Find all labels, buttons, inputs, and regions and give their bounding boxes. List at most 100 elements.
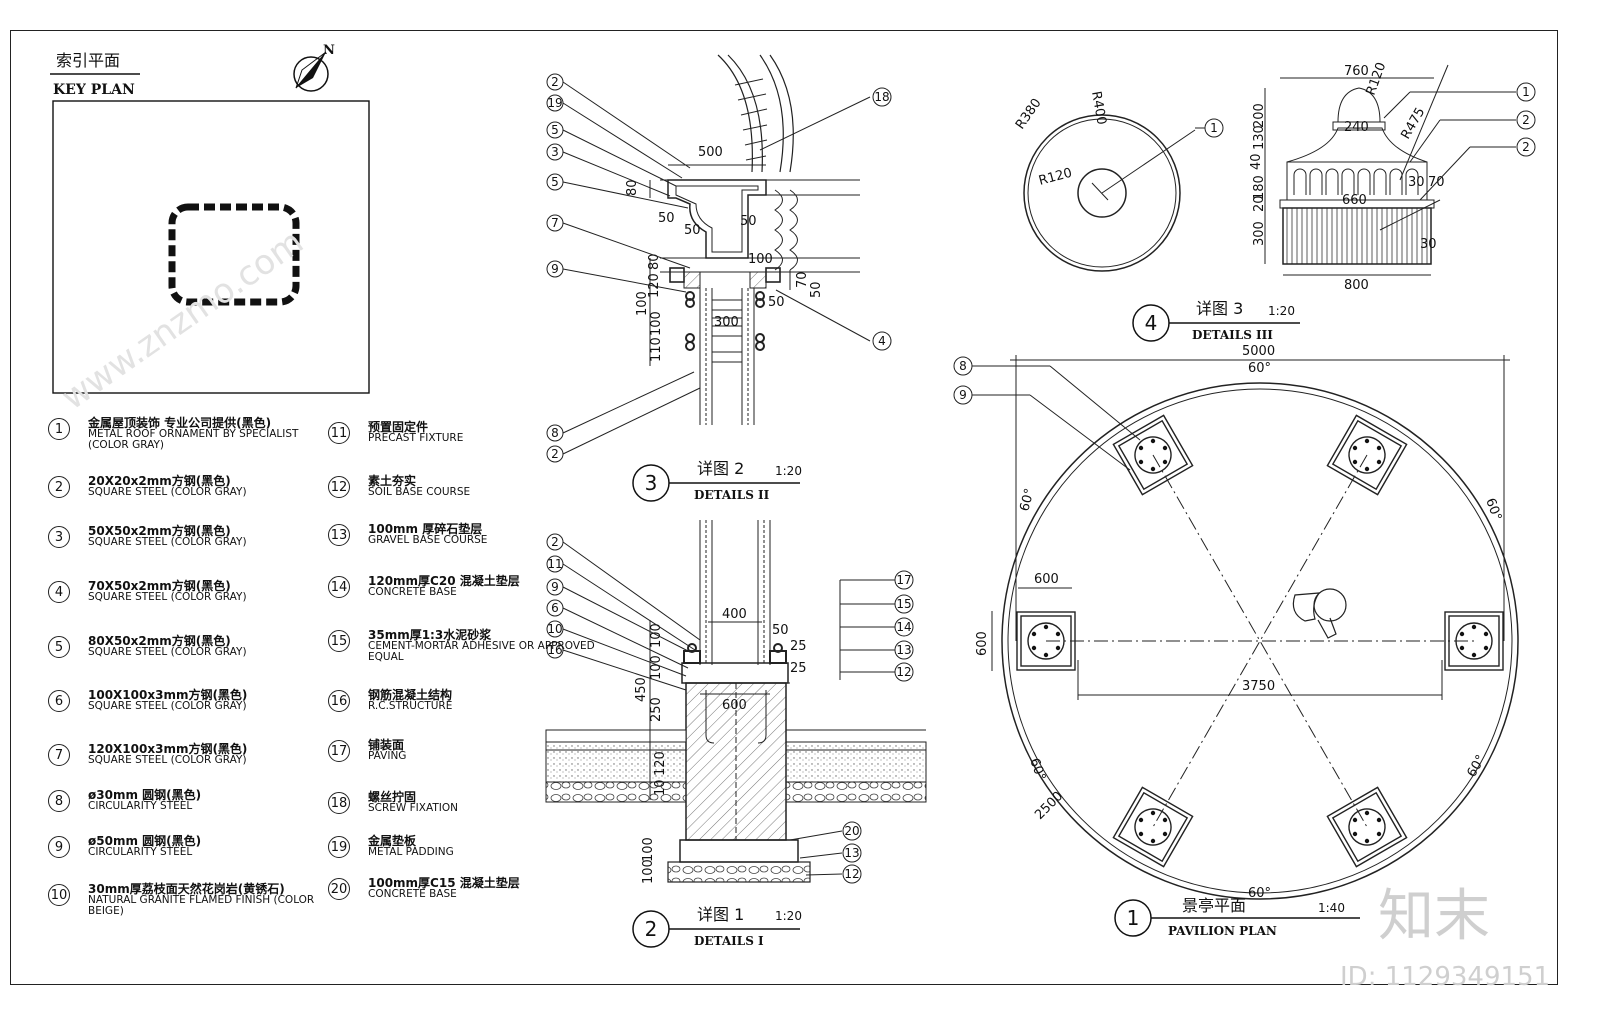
svg-text:50: 50 bbox=[809, 281, 824, 298]
title-pavilion-plan: 1 景亭平面 1:40 PAVILION PLAN bbox=[1114, 896, 1360, 938]
svg-text:760: 760 bbox=[1344, 64, 1369, 79]
svg-text:4: 4 bbox=[878, 334, 886, 348]
svg-text:60°: 60° bbox=[1017, 487, 1037, 513]
svg-text:2: 2 bbox=[551, 535, 559, 549]
svg-text:30: 30 bbox=[1408, 175, 1425, 190]
svg-text:40: 40 bbox=[1249, 153, 1264, 170]
key-plan-title-cn: 索引平面 bbox=[56, 51, 120, 70]
svg-text:100: 100 bbox=[635, 291, 650, 316]
svg-text:19: 19 bbox=[547, 96, 562, 110]
detail-2-dimensions: 500 80 50 50 50 100 80 120 100 100 110 3… bbox=[625, 145, 824, 362]
title-detail-1: 2 详图 1 1:20 DETAILS I bbox=[632, 905, 802, 948]
svg-text:660: 660 bbox=[1342, 193, 1367, 208]
svg-text:DETAILS II: DETAILS II bbox=[694, 488, 770, 502]
svg-text:1: 1 bbox=[1210, 121, 1218, 135]
svg-text:10: 10 bbox=[547, 622, 562, 636]
north-label: N bbox=[323, 43, 335, 58]
pavilion-plan-dimensions: 5000 60° 60° 60° 60° 60° 60° 600 600 375… bbox=[975, 344, 1504, 901]
svg-text:600: 600 bbox=[1034, 572, 1059, 587]
svg-text:3: 3 bbox=[645, 471, 658, 495]
svg-text:9: 9 bbox=[551, 580, 559, 594]
svg-text:1:20: 1:20 bbox=[775, 464, 802, 478]
svg-text:300: 300 bbox=[1252, 221, 1267, 246]
svg-text:6: 6 bbox=[551, 601, 559, 615]
svg-text:200: 200 bbox=[1252, 103, 1267, 128]
plan-callout-labels: 8 9 bbox=[959, 359, 967, 402]
svg-text:100: 100 bbox=[649, 655, 664, 680]
svg-text:180: 180 bbox=[1252, 175, 1267, 200]
key-plan: 索引平面 KEY PLAN N bbox=[50, 43, 370, 394]
svg-text:4: 4 bbox=[1145, 311, 1158, 335]
svg-text:120: 120 bbox=[653, 751, 668, 776]
svg-text:10: 10 bbox=[653, 779, 668, 796]
key-plan-title-en: KEY PLAN bbox=[53, 82, 135, 98]
svg-text:2: 2 bbox=[1522, 113, 1530, 127]
svg-text:12: 12 bbox=[844, 867, 859, 881]
svg-text:3: 3 bbox=[551, 145, 559, 159]
svg-text:11: 11 bbox=[547, 557, 562, 571]
detail-1-dimensions: 400 50 25 25 100 100 450 250 600 120 10 … bbox=[634, 607, 807, 884]
north-arrow-icon: N bbox=[293, 43, 335, 92]
svg-text:60°: 60° bbox=[1248, 361, 1271, 376]
svg-text:PAVILION PLAN: PAVILION PLAN bbox=[1168, 924, 1277, 938]
plan-callouts bbox=[953, 356, 1141, 471]
svg-text:20: 20 bbox=[844, 824, 859, 838]
svg-text:14: 14 bbox=[896, 620, 911, 634]
svg-text:1:20: 1:20 bbox=[775, 909, 802, 923]
watermark-id: ID: 1129349151 bbox=[1340, 962, 1550, 992]
svg-text:100: 100 bbox=[649, 623, 664, 648]
svg-text:60°: 60° bbox=[1026, 756, 1048, 783]
svg-text:DETAILS III: DETAILS III bbox=[1192, 328, 1273, 342]
svg-text:9: 9 bbox=[551, 262, 559, 276]
svg-text:16: 16 bbox=[547, 643, 562, 657]
svg-text:100: 100 bbox=[641, 837, 656, 862]
drawing-sheet-border bbox=[10, 30, 1558, 985]
column-base-group bbox=[1016, 414, 1504, 868]
svg-text:600: 600 bbox=[722, 698, 747, 713]
svg-text:12: 12 bbox=[896, 665, 911, 679]
svg-text:25: 25 bbox=[790, 661, 807, 676]
svg-text:500: 500 bbox=[698, 145, 723, 160]
svg-text:5: 5 bbox=[551, 123, 559, 137]
svg-text:450: 450 bbox=[634, 677, 649, 702]
svg-text:5000: 5000 bbox=[1242, 344, 1275, 359]
svg-text:DETAILS I: DETAILS I bbox=[694, 934, 764, 948]
svg-text:13: 13 bbox=[844, 846, 859, 860]
svg-text:300: 300 bbox=[714, 315, 739, 330]
svg-text:1: 1 bbox=[1127, 906, 1140, 930]
svg-text:详图 2: 详图 2 bbox=[697, 459, 744, 478]
title-detail-2: 3 详图 2 1:20 DETAILS II bbox=[632, 459, 802, 502]
svg-text:9: 9 bbox=[959, 388, 967, 402]
svg-text:8: 8 bbox=[959, 359, 967, 373]
svg-text:8: 8 bbox=[551, 426, 559, 440]
svg-text:800: 800 bbox=[1344, 278, 1369, 293]
svg-text:1:40: 1:40 bbox=[1318, 901, 1345, 915]
svg-text:250: 250 bbox=[649, 697, 664, 722]
svg-text:25: 25 bbox=[790, 639, 807, 654]
svg-text:30: 30 bbox=[1420, 237, 1437, 252]
detail-1-callout-labels: 2 11 9 6 10 16 17 15 14 13 12 20 13 12 bbox=[547, 535, 911, 881]
svg-text:130: 130 bbox=[1252, 125, 1267, 150]
svg-text:5: 5 bbox=[551, 175, 559, 189]
svg-text:1: 1 bbox=[1522, 85, 1530, 99]
svg-text:50: 50 bbox=[684, 223, 701, 238]
svg-text:50: 50 bbox=[772, 623, 789, 638]
detail-3-callouts bbox=[1195, 82, 1536, 201]
svg-text:景亭平面: 景亭平面 bbox=[1182, 896, 1246, 915]
svg-text:3750: 3750 bbox=[1242, 679, 1275, 694]
svg-text:400: 400 bbox=[722, 607, 747, 622]
svg-text:80: 80 bbox=[625, 179, 640, 196]
svg-text:110: 110 bbox=[649, 337, 664, 362]
title-detail-3: 4 详图 3 1:20 DETAILS III bbox=[1132, 299, 1300, 342]
svg-text:R400: R400 bbox=[1088, 90, 1109, 126]
svg-text:240: 240 bbox=[1344, 120, 1369, 135]
svg-text:1:20: 1:20 bbox=[1268, 304, 1295, 318]
svg-text:2: 2 bbox=[551, 75, 559, 89]
svg-text:60°: 60° bbox=[1482, 496, 1504, 523]
svg-text:2: 2 bbox=[551, 447, 559, 461]
pavilion-plan bbox=[991, 355, 1519, 900]
table-and-chair-icon bbox=[1292, 588, 1347, 639]
detail-2 bbox=[649, 54, 860, 425]
detail-2-callouts bbox=[546, 73, 892, 463]
